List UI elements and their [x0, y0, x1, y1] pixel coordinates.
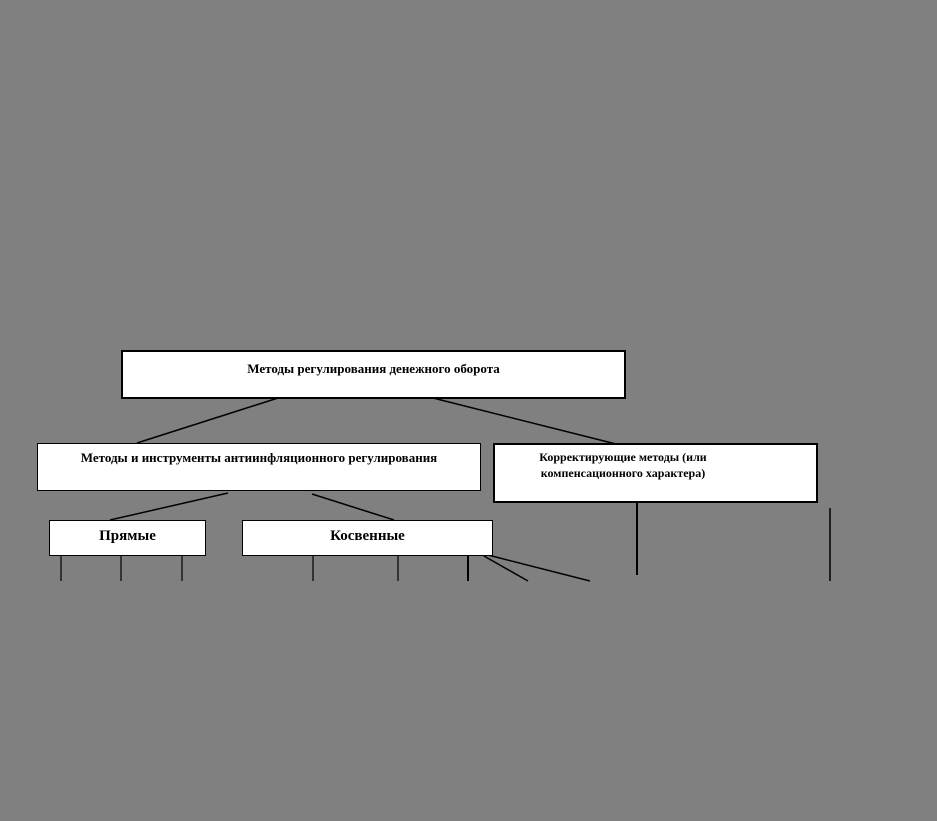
connector-anti-inflation-to-direct — [109, 492, 229, 521]
stub-diagonal-indirect-long — [487, 554, 591, 582]
node-anti-inflation-label: Методы и инструменты антиинфляционного р… — [80, 450, 438, 465]
node-corrective-label-line2: компенсационного характера) — [540, 466, 706, 480]
connector-anti-inflation-to-indirect — [311, 493, 395, 521]
node-indirect-label: Косвенные — [330, 528, 405, 544]
node-corrective-label: Корректирующие методы (или компенсационн… — [503, 449, 743, 481]
connector-root-to-anti-inflation — [136, 397, 279, 444]
node-root-label: Методы регулирования денежного оборота — [247, 361, 500, 376]
connector-root-to-corrective — [432, 397, 617, 445]
node-direct: Прямые — [49, 520, 206, 556]
node-corrective-label-line1: Корректирующие методы (или — [539, 450, 707, 464]
node-direct-label: Прямые — [99, 528, 156, 544]
node-root: Методы регулирования денежного оборота — [121, 350, 626, 399]
node-anti-inflation: Методы и инструменты антиинфляционного р… — [37, 443, 481, 491]
node-corrective: Корректирующие методы (или компенсационн… — [493, 443, 818, 503]
node-indirect: Косвенные — [242, 520, 493, 556]
stub-diagonal-indirect-short — [483, 555, 529, 582]
